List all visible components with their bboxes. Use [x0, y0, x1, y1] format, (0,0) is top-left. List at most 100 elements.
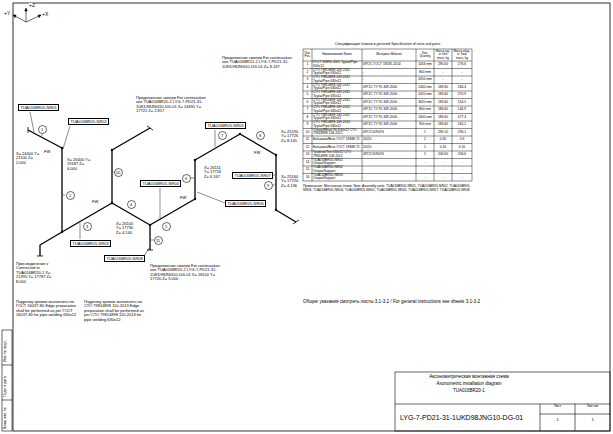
title-block-text: 1 — [576, 418, 609, 422]
tag-label: TUA016BR05-NR04 — [143, 182, 179, 187]
table-cell: 1056 mm — [417, 62, 433, 69]
title-block-text: Axonometric installation diagram — [400, 382, 538, 387]
table-cell: 165.2 — [453, 122, 471, 129]
tag-box: TUA016BR05-NR02 — [68, 118, 109, 125]
table-cell: 2 — [304, 69, 311, 76]
table-cell: 20/20 — [363, 137, 415, 144]
table-cell: СТО 79814898 109-2012 Труба/Pipe 630х12 — [313, 114, 361, 121]
margin-text: Инв. № подл. — [4, 340, 8, 362]
table-cell: 800 mm — [417, 69, 433, 76]
tag-box: TUA016BR05-NR04 — [140, 180, 181, 187]
callout-circle-shape — [38, 125, 46, 133]
table-cell: СТО 79814898 109-2012 Труба/Pipe 630х12 — [313, 99, 361, 106]
table-cell: 146.9 — [453, 107, 471, 114]
tag-box: TUA016BR05-NR03 — [70, 240, 111, 247]
callout-number: 1 — [38, 125, 47, 134]
title-block-text: Аксонометрическая монтажная схема — [400, 375, 538, 380]
table-cell: ГОСТ 30896-2001 Труба/Pipe 630х12 — [313, 62, 361, 69]
tag-label: TUA016BR05-NR06 — [228, 202, 264, 207]
table-cell: СТО 79814898 109-2012 Труба/Pipe 630х12 — [313, 77, 361, 84]
table-cell: - — [417, 159, 433, 166]
table-cell: 09Г2С ТУ 95 349-2000 — [363, 107, 415, 114]
table-cell: 206.6 — [453, 152, 471, 159]
table-header: Масса общ., кг Total mass, kg — [453, 50, 471, 61]
table-cell: TUA016BR05-NR03 Опора/Support — [313, 174, 361, 181]
tag-label: TUA016BR05-NR02 — [71, 120, 107, 125]
table-cell: 276.6 — [453, 62, 471, 69]
callout-circle-shape — [256, 131, 264, 139]
table-cell: 1 — [417, 152, 433, 159]
annotation-note: X= 25160 Y= 17720 Z= 4.136 — [281, 175, 301, 188]
table-cell: 09Г2С ТУ 95 349-2000 — [363, 99, 415, 106]
table-cell: 264.4 — [453, 84, 471, 91]
table-cell: 09Г2С/09G2S — [363, 152, 415, 159]
callout-number: 9 — [264, 181, 273, 190]
tag-box: TUA016BR05-NR08 — [104, 255, 145, 262]
tag-label: TUA016BR05-NR01 — [21, 106, 57, 111]
table-cell: 183.60 — [435, 114, 451, 121]
table-cell: 183.60 — [435, 92, 451, 99]
table-cell: 4 — [304, 84, 311, 91]
table-cell: 09Г2С/09G2S — [363, 129, 415, 136]
callout-number: 4 — [127, 200, 136, 209]
callout-circle-shape — [114, 168, 122, 176]
callout-circle: 3 — [83, 222, 92, 231]
table-cell: 183.60 — [435, 84, 451, 91]
table-cell: - — [453, 174, 471, 181]
table-cell: 183.60 — [435, 99, 451, 106]
table-cell: - — [435, 69, 451, 76]
table-cell: 5 — [304, 92, 311, 99]
table-cell: 9 — [304, 122, 311, 129]
table-cell: 2020 mm — [417, 92, 433, 99]
table-header: Материал Material — [363, 50, 415, 61]
callout-circle-shape — [66, 191, 74, 199]
callout-circle: 6 — [182, 174, 191, 183]
table-cell: 1 — [417, 144, 433, 151]
callout-circle-shape — [83, 222, 91, 230]
table-cell: 3 — [304, 77, 311, 84]
callout-circle-shape — [218, 131, 226, 139]
table-cell: 183.60 — [435, 122, 451, 129]
callout-circle: 7 — [218, 131, 227, 140]
general-note: Общие указания смотреть листы 3.1-3.2 / … — [303, 299, 480, 304]
table-cell: 0.30 — [435, 137, 451, 144]
axis-cross — [13, 8, 41, 22]
table-cell: 10 — [304, 129, 311, 136]
table-cell: СТО 79814898 109-2012 Труба/Pipe 630х12 — [313, 107, 361, 114]
table-cell: 1 — [417, 129, 433, 136]
table-cell: - — [363, 167, 415, 174]
table-cell: 6 — [304, 99, 311, 106]
table-cell: 14 — [304, 159, 311, 166]
annotation-note: Продолжение смотри For continuation see … — [150, 264, 224, 282]
table-cell: - — [417, 167, 433, 174]
table-cell: 16 — [304, 174, 311, 181]
callout-number: 10 — [114, 168, 123, 177]
table-cell: - — [435, 159, 451, 166]
table-cell: 0.16 — [453, 144, 471, 151]
table-cell: 09Г2С ТУ 95 349-2000 — [363, 84, 415, 91]
table-cell: - — [435, 167, 451, 174]
margin-strip — [2, 330, 12, 431]
table-cell: 900 mm — [417, 122, 433, 129]
title-block-text: Лист — [541, 405, 574, 409]
callout-circle: 10 — [114, 168, 123, 177]
table-cell: 290.10 — [435, 129, 451, 136]
axis-label: +Y — [4, 11, 10, 17]
table-cell: 554.5 — [453, 99, 471, 106]
callout-circle-shape — [162, 222, 170, 230]
weld-mark: FW — [44, 150, 50, 154]
title-block-text: TUA016BR20-1 — [400, 389, 538, 394]
table-cell: 13 — [304, 152, 311, 159]
callout-circle: 4 — [127, 200, 136, 209]
callout-number: 8 — [256, 131, 265, 140]
table-header: Кол. Quantity — [417, 50, 433, 61]
tag-label: TUA016BR05-NR08 — [107, 257, 143, 262]
table-cell: TUA016BR05-NR02 Опора/Support — [313, 167, 361, 174]
tag-box: TUA016BR05-NR07 — [232, 172, 273, 179]
callout-circle: 1 — [38, 125, 47, 134]
table-cell: 477.4 — [453, 114, 471, 121]
title-block — [395, 372, 610, 431]
table-cell: Бобышка/Boss ГОСТ 19848-72 — [313, 137, 361, 144]
